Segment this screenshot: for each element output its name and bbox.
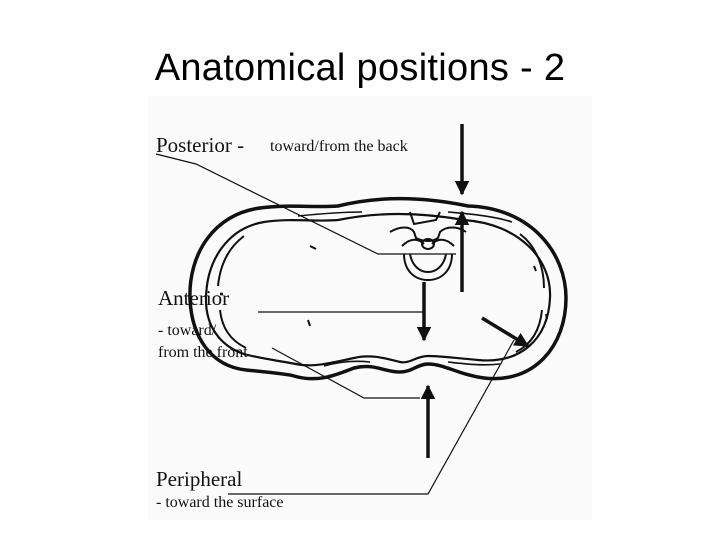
slide-title: Anatomical positions - 2 xyxy=(154,47,566,89)
rib-segment xyxy=(219,309,247,349)
rib-mark xyxy=(307,319,311,327)
peripheral-arrow xyxy=(481,316,530,348)
rib-segment xyxy=(519,233,545,289)
anterior-definition-line-2: from the front xyxy=(158,344,248,361)
rib-segment xyxy=(297,211,363,217)
body-outline-outer xyxy=(188,196,568,381)
rib-segment xyxy=(217,235,245,287)
anterior-definition-line-1: - toward/ xyxy=(158,322,217,339)
rib-segment xyxy=(323,360,371,367)
peripheral-definition: - toward the surface xyxy=(156,494,284,511)
peripheral-leader-line xyxy=(228,339,515,495)
anatomy-figure: Posterior - toward/from the back Anterio… xyxy=(148,96,592,520)
peripheral-term: Peripheral xyxy=(156,467,243,491)
posterior-term: Posterior - xyxy=(156,133,245,157)
rib-mark xyxy=(545,313,548,320)
rib-mark xyxy=(309,245,317,250)
body-outline-inner xyxy=(204,212,552,367)
posterior-definition: toward/from the back xyxy=(270,138,408,155)
vertebra xyxy=(389,211,467,282)
posterior-leader-line xyxy=(155,153,456,255)
anterior-term: Anterior xyxy=(158,286,230,310)
thorax-cross-section-diagram xyxy=(155,124,568,495)
rib-mark xyxy=(533,265,537,272)
front-leader-line xyxy=(271,347,420,399)
rib-segment xyxy=(447,211,513,223)
rib-segment xyxy=(447,361,501,366)
rib-segment xyxy=(515,309,543,353)
